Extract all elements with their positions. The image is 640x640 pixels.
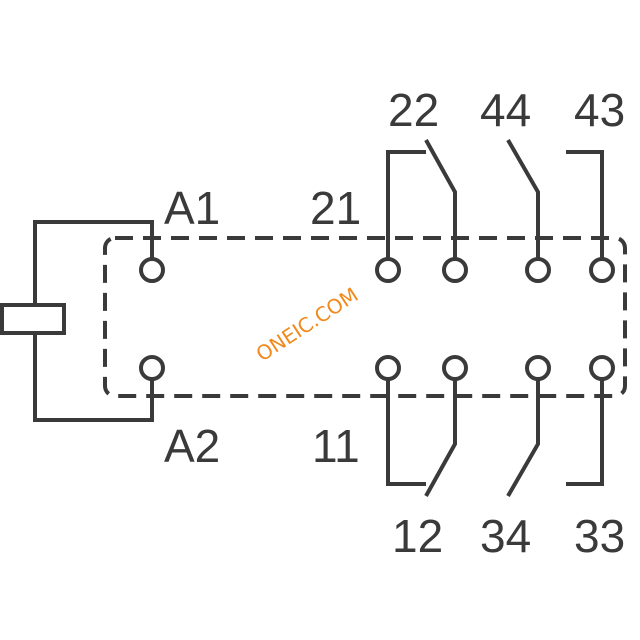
terminal-a2 xyxy=(139,355,165,381)
label-a2: A2 xyxy=(164,420,220,472)
label-11: 11 xyxy=(312,420,360,472)
terminal-21 xyxy=(375,257,401,283)
contact-33-lead xyxy=(566,380,604,486)
label-34: 34 xyxy=(480,510,531,562)
contact-12-nc-blade xyxy=(424,380,457,497)
terminal-33 xyxy=(589,355,615,381)
label-12: 12 xyxy=(392,510,443,562)
contact-22-nc-blade xyxy=(424,139,457,258)
label-22: 22 xyxy=(388,84,439,136)
terminal-a1 xyxy=(139,257,165,283)
label-33: 33 xyxy=(574,510,625,562)
contact-34-blade xyxy=(506,380,540,497)
label-21: 21 xyxy=(310,182,361,234)
terminal-44 xyxy=(525,257,551,283)
contact-set-2 xyxy=(506,139,540,497)
contact-11-lower-lead xyxy=(386,380,426,486)
terminal-43 xyxy=(589,257,615,283)
coil-lead-a1 xyxy=(33,220,154,305)
contact-set-1 xyxy=(386,139,457,497)
coil xyxy=(0,220,154,422)
terminal-12 xyxy=(442,355,468,381)
contact-set-3 xyxy=(566,150,604,486)
contact-21-upper-lead xyxy=(386,150,426,258)
terminal-11 xyxy=(375,355,401,381)
label-a1: A1 xyxy=(164,182,220,234)
terminal-34 xyxy=(525,355,551,381)
coil-lead-a2 xyxy=(33,333,154,422)
contact-44-blade xyxy=(506,139,540,258)
terminal-22 xyxy=(442,257,468,283)
watermark-text: ONEIC.COM xyxy=(252,283,363,367)
label-43: 43 xyxy=(574,84,625,136)
coil-symbol xyxy=(0,303,66,335)
label-44: 44 xyxy=(480,84,531,136)
contact-43-lead xyxy=(566,150,604,258)
